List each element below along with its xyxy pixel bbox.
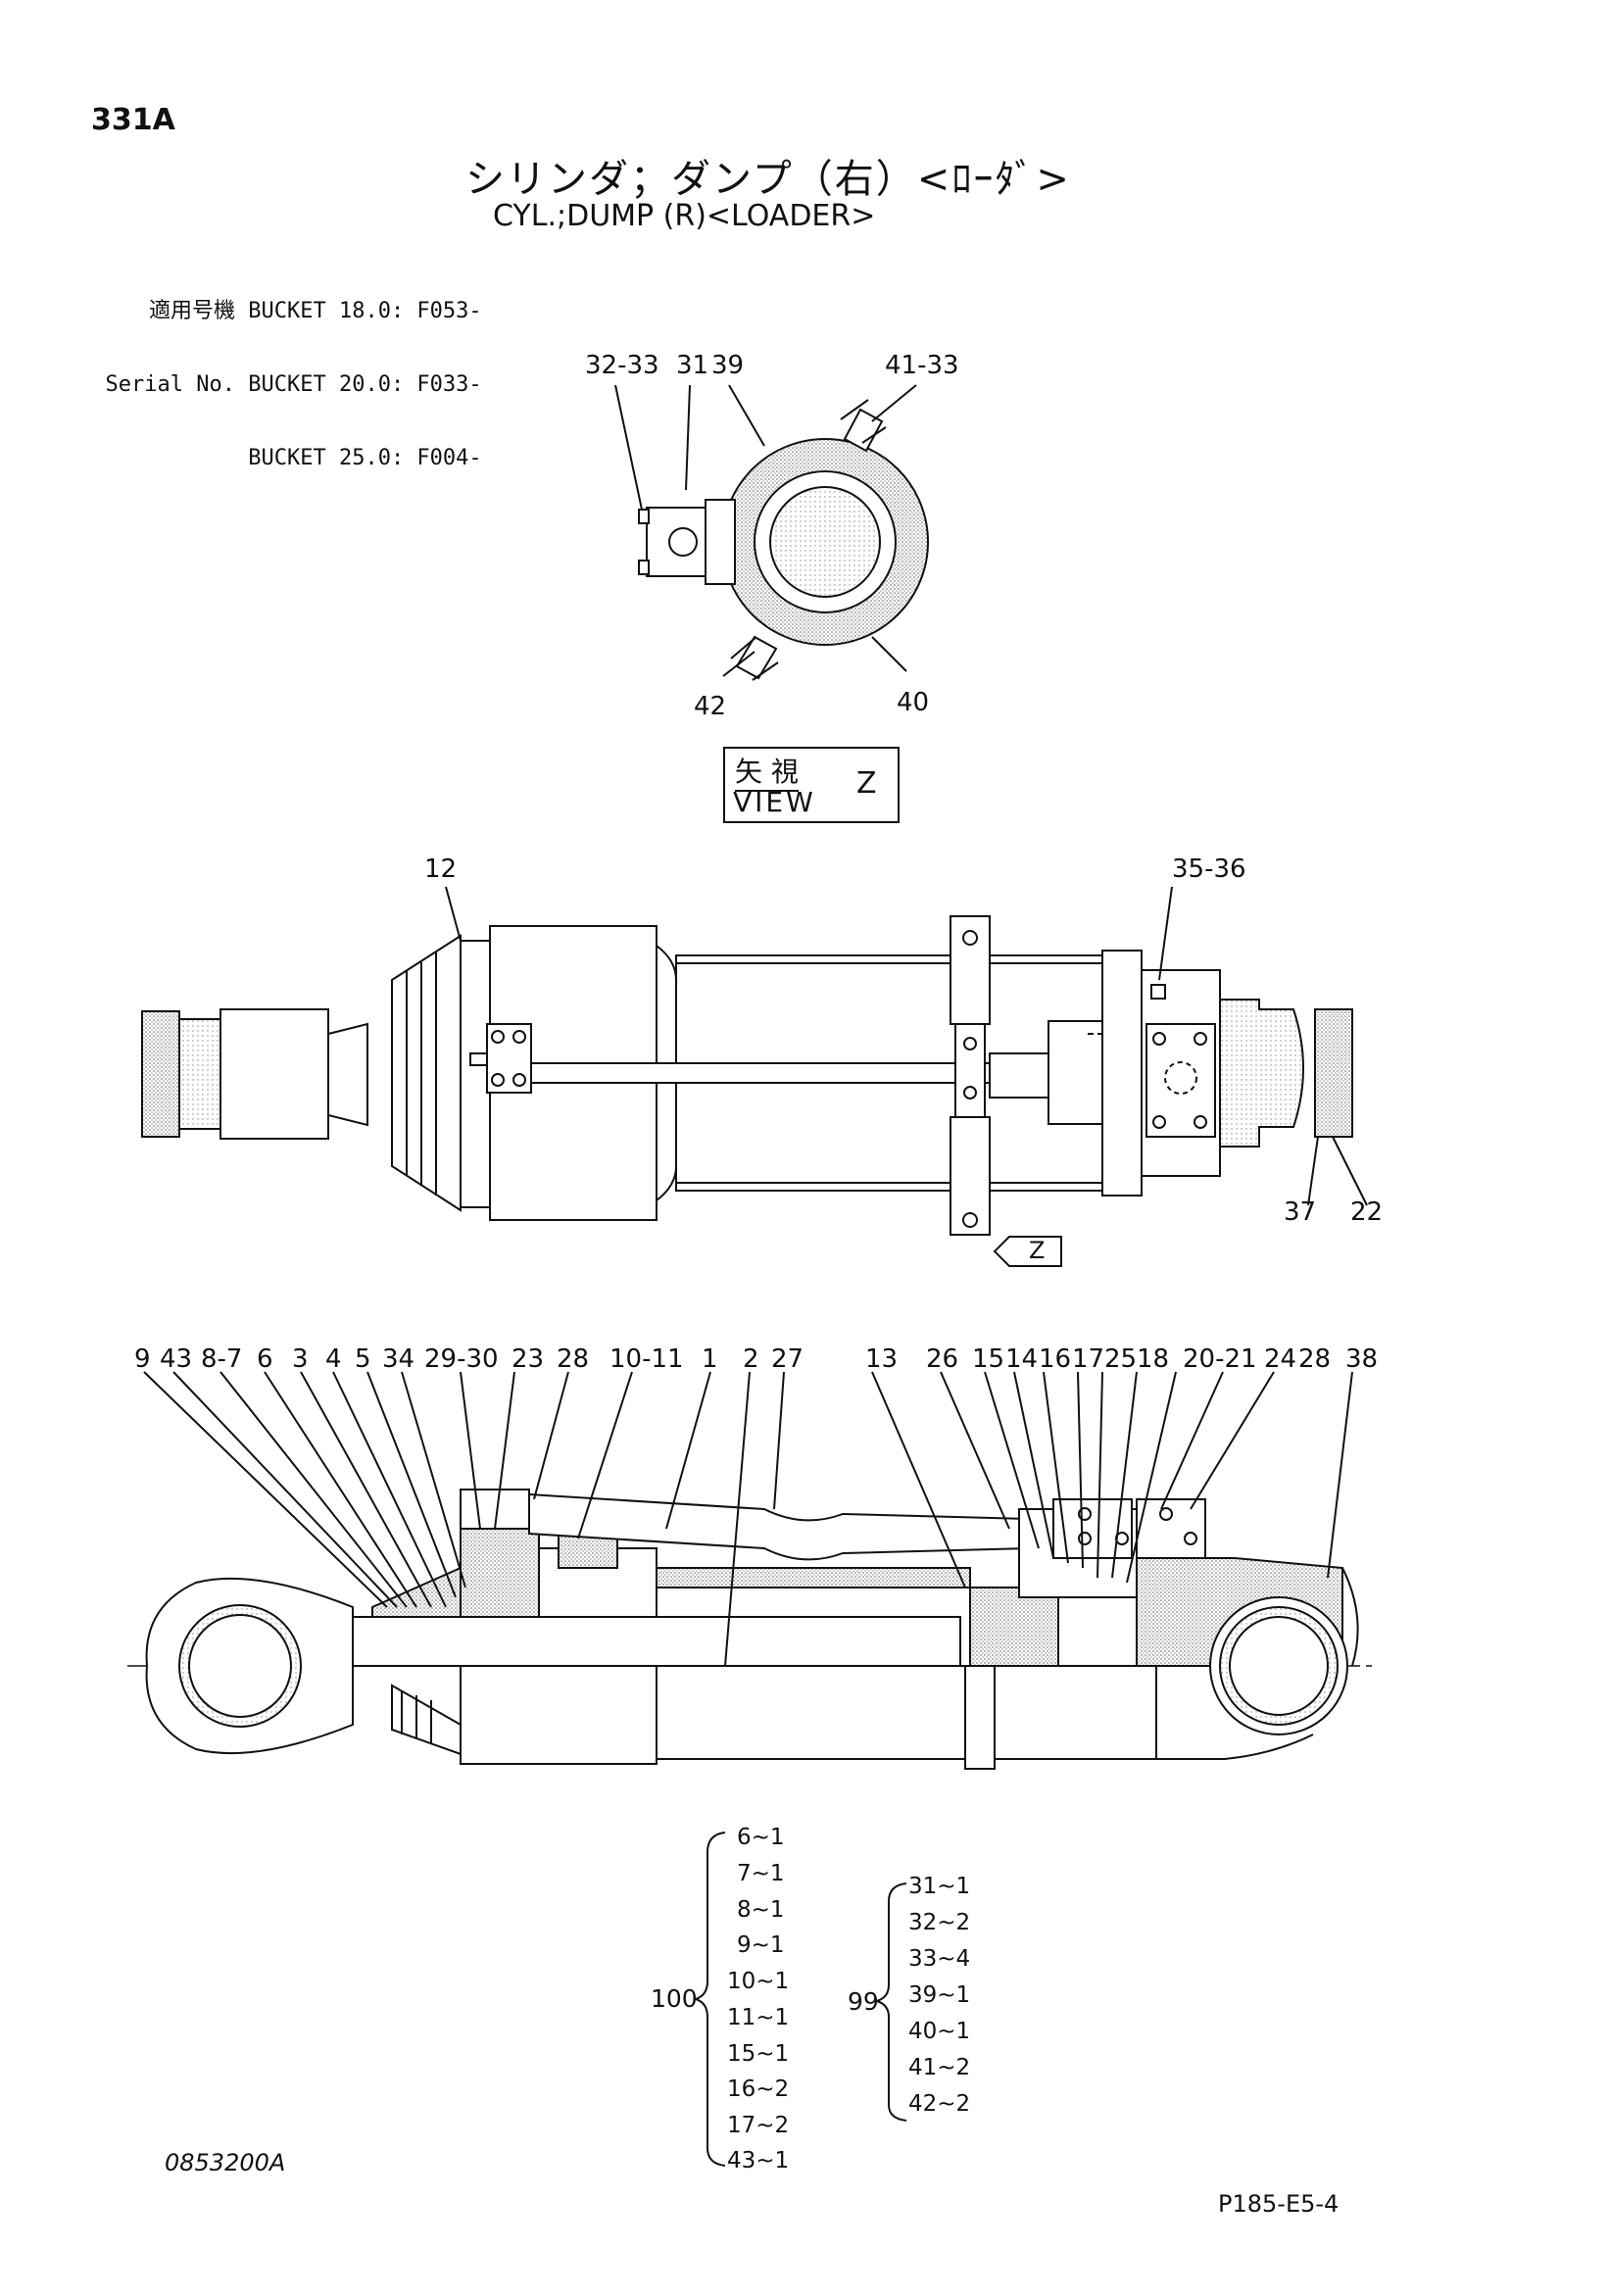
view-z-drawing bbox=[614, 384, 929, 681]
kit-item: 15~1 bbox=[727, 2041, 790, 2067]
serial-label-jp: 適用号機 bbox=[148, 299, 235, 323]
kit-99-label: 99 bbox=[848, 1987, 879, 2016]
side-view-drawing bbox=[141, 886, 1368, 1267]
drawing-number: 0853200A bbox=[165, 2149, 286, 2176]
callout-28: 28 bbox=[557, 1344, 590, 1374]
kit-item: 8~1 bbox=[737, 1897, 785, 1923]
callout-43: 43 bbox=[160, 1344, 193, 1374]
callout-24: 24 bbox=[1264, 1344, 1297, 1374]
kit-item: 17~2 bbox=[727, 2113, 790, 2138]
callout-22: 22 bbox=[1350, 1197, 1384, 1227]
callout-23: 23 bbox=[512, 1344, 545, 1374]
callout-4: 4 bbox=[325, 1344, 342, 1374]
view-arrow-z: Z bbox=[1029, 1237, 1046, 1264]
callout-12: 12 bbox=[424, 855, 458, 884]
callout-40: 40 bbox=[897, 688, 930, 717]
callout-42: 42 bbox=[694, 692, 727, 721]
callout-27: 27 bbox=[771, 1344, 804, 1374]
callout-14: 14 bbox=[1005, 1344, 1039, 1374]
kit-item: 42~2 bbox=[908, 2091, 971, 2117]
kit-item: 43~1 bbox=[727, 2148, 790, 2174]
serial-row: BUCKET 20.0: F033- bbox=[248, 372, 482, 397]
callout-41-33: 41-33 bbox=[885, 351, 959, 380]
kit-item: 7~1 bbox=[737, 1861, 785, 1886]
kit-item: 31~1 bbox=[908, 1874, 971, 1899]
kit-item: 6~1 bbox=[737, 1825, 785, 1850]
view-label-en: VIEW bbox=[733, 786, 816, 818]
callout-37: 37 bbox=[1284, 1197, 1317, 1227]
callout-16: 16 bbox=[1039, 1344, 1072, 1374]
kit-item: 11~1 bbox=[727, 2005, 790, 2030]
callout-18: 18 bbox=[1137, 1344, 1170, 1374]
serial-label-en: Serial No. bbox=[105, 372, 235, 397]
kit-item: 33~4 bbox=[908, 1946, 971, 1972]
callout-10-11: 10-11 bbox=[609, 1344, 684, 1374]
kit-item: 41~2 bbox=[908, 2055, 971, 2080]
view-label-jp: 矢 視 bbox=[735, 751, 799, 792]
kit-item: 10~1 bbox=[727, 1969, 790, 1994]
callout-35-36: 35-36 bbox=[1172, 855, 1246, 884]
callout-8-7: 8-7 bbox=[201, 1344, 243, 1374]
callout-1: 1 bbox=[702, 1344, 718, 1374]
kit-item: 32~2 bbox=[908, 1910, 971, 1935]
kit-item: 16~2 bbox=[727, 2076, 790, 2102]
view-letter: Z bbox=[856, 766, 877, 801]
callout-29-30: 29-30 bbox=[424, 1344, 499, 1374]
kit-100-label: 100 bbox=[651, 1984, 698, 2013]
serial-row: BUCKET 18.0: F053- bbox=[248, 299, 482, 323]
serial-applicability: 適用号機 BUCKET 18.0: F053- Serial No. BUCKE… bbox=[88, 250, 482, 495]
callout-31: 31 bbox=[676, 351, 709, 380]
serial-row: BUCKET 25.0: F004- bbox=[248, 446, 482, 470]
title-japanese: シリンダ；ダンプ（右）<ﾛｰﾀﾞ> bbox=[465, 157, 1071, 202]
callout-13: 13 bbox=[865, 1344, 899, 1374]
callout-32-33: 32-33 bbox=[585, 351, 659, 380]
callout-9: 9 bbox=[134, 1344, 151, 1374]
kit-brackets bbox=[692, 1832, 907, 2167]
callout-28-right: 28 bbox=[1298, 1344, 1332, 1374]
callout-25: 25 bbox=[1104, 1344, 1138, 1374]
callout-3: 3 bbox=[292, 1344, 309, 1374]
page-reference: P185-E5-4 bbox=[1218, 2190, 1340, 2218]
callout-17: 17 bbox=[1072, 1344, 1105, 1374]
title-english: CYL.;DUMP (R)<LOADER> bbox=[493, 199, 876, 233]
callout-34: 34 bbox=[382, 1344, 415, 1374]
kit-item: 9~1 bbox=[737, 1932, 785, 1958]
view-z-label: 矢 視 VIEW Z bbox=[723, 747, 900, 823]
callout-39: 39 bbox=[711, 351, 745, 380]
section-view-drawing bbox=[127, 1371, 1372, 1770]
callout-38: 38 bbox=[1345, 1344, 1379, 1374]
callout-26: 26 bbox=[926, 1344, 959, 1374]
callout-5: 5 bbox=[355, 1344, 371, 1374]
kit-item: 39~1 bbox=[908, 1982, 971, 2008]
callout-15: 15 bbox=[972, 1344, 1005, 1374]
callout-6: 6 bbox=[257, 1344, 273, 1374]
kit-item: 40~1 bbox=[908, 2019, 971, 2044]
page-code: 331A bbox=[91, 103, 175, 137]
callout-20-21: 20-21 bbox=[1183, 1344, 1257, 1374]
callout-2: 2 bbox=[743, 1344, 759, 1374]
